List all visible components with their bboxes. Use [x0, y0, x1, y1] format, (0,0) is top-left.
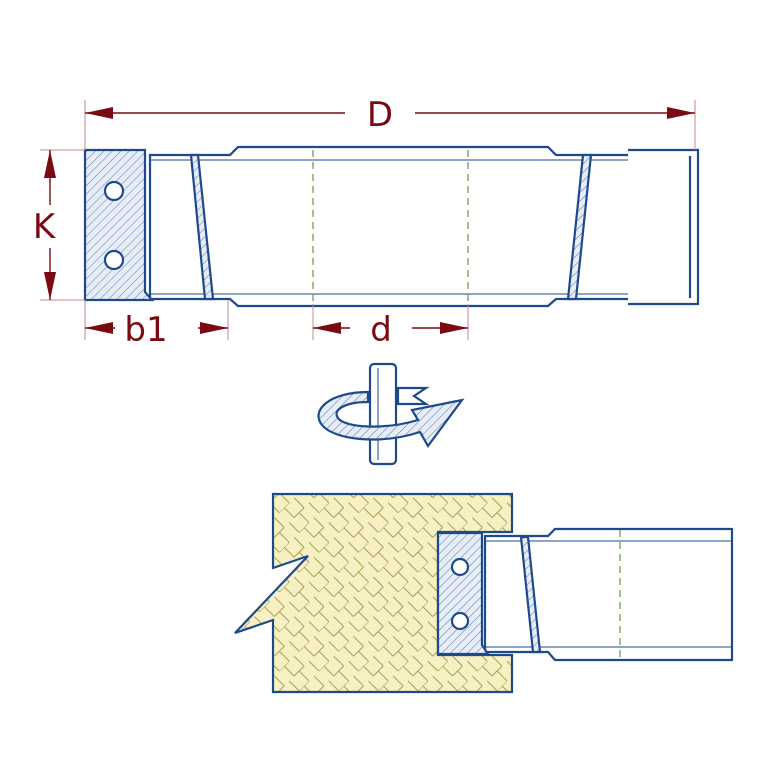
insert-hole-upper	[103, 180, 125, 202]
cutter-side-view	[83, 145, 700, 308]
cutter-body	[148, 145, 694, 308]
dimension-D: D	[84, 95, 696, 150]
right-blade	[566, 153, 593, 301]
insert-hole-lower	[103, 249, 125, 271]
label-D: D	[367, 95, 393, 135]
bottom-hole-lower	[450, 611, 470, 631]
bottom-knife-insert	[436, 531, 491, 656]
rotation-swirl	[317, 390, 465, 449]
bottom-blade	[519, 535, 542, 654]
dimension-b1: b1	[84, 300, 229, 350]
dimension-K: K	[33, 149, 85, 301]
label-K: K	[33, 207, 57, 247]
label-d: d	[370, 310, 392, 350]
right-end-piece	[628, 148, 700, 306]
bottom-hole-upper	[450, 557, 470, 577]
workpiece	[234, 492, 514, 694]
dimension-d: d	[312, 304, 469, 350]
cutter-body-partial	[483, 527, 734, 662]
rotation-arrow-icon	[317, 362, 465, 466]
spindle-shaft	[368, 362, 398, 466]
workpiece-view	[234, 492, 734, 694]
label-b1: b1	[124, 310, 167, 350]
left-blade	[189, 153, 215, 301]
left-knife-insert	[83, 148, 155, 302]
rotation-small-arrow	[396, 386, 430, 406]
